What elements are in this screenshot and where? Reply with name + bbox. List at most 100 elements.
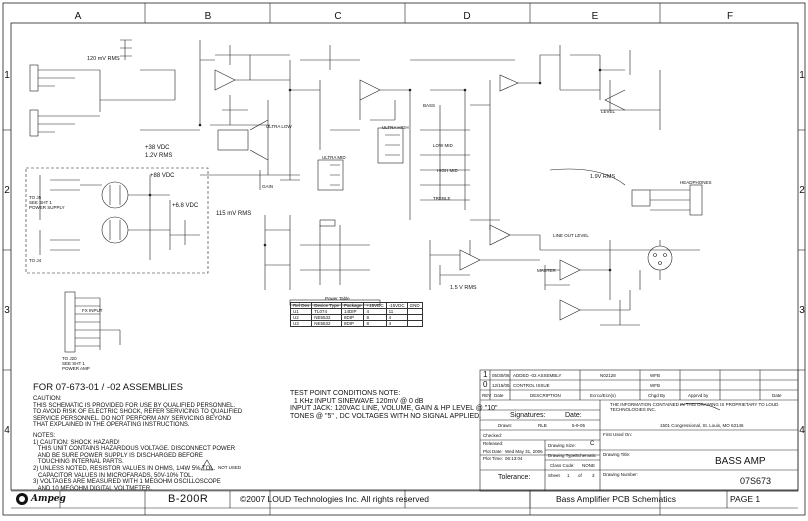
row-label-2-right: 2 [799, 185, 805, 196]
class-code-value: NONE [582, 463, 596, 468]
label-to-j20: TO J20 SEE SHT 1 POWER AMP [62, 356, 90, 371]
proprietary-notice: THE INFORMATION CONTAINED IN THIS DRAWIN… [610, 402, 779, 412]
label-line-out-level: LINE OUT LEVEL [553, 233, 589, 238]
power-table-header: Package [340, 302, 365, 309]
signal-88vdc: +88 VDC [150, 173, 175, 179]
signal-38vdc: +38 VDC [145, 145, 170, 151]
drawing-type-label: Drawing Type: [548, 453, 577, 458]
table-row: U3 NE5532 8DIP 8 4 [289, 320, 423, 327]
drawing-title-label: Drawing Title: [603, 452, 631, 457]
rev-header: DESCRIPTION [530, 393, 561, 398]
copyright-text: ©2007 LOUD Technologies Inc. All rights … [240, 494, 429, 504]
label-gain: GAIN [262, 184, 274, 189]
label-headphones: HEADPHONES [680, 180, 712, 185]
sheet-total: 3 [592, 473, 595, 478]
rev-header: Date [772, 393, 782, 398]
rev-ecr: N02128 [600, 373, 616, 378]
caution-text: CAUTION: THIS SCHEMATIC IS PROVIDED FOR … [33, 396, 243, 429]
signatures-label: Signatures: [510, 412, 546, 419]
power-table-header-row: Ref Des Device Type Package +15VDC -15VD… [289, 302, 423, 309]
row-label-4-right: 4 [799, 425, 805, 436]
row-label-4-left: 4 [4, 425, 10, 436]
checked-label: Checked: [483, 433, 503, 438]
rev-header: Date [494, 393, 504, 398]
rev-desc: CONTROL ISSUE [513, 383, 550, 388]
brand-logo: Ampeg [31, 494, 66, 504]
tolerance-label: Tolerance: [498, 474, 531, 481]
drawing-size-value: C [590, 441, 595, 447]
drawn-date: 5-9-05 [572, 423, 586, 428]
row-label-3-left: 3 [4, 305, 10, 316]
rev-header: Chgd By [648, 393, 666, 398]
test-conditions-text: TEST POINT CONDITIONS NOTE: 1 KHz INPUT … [290, 390, 498, 420]
drawn-label: Drawn: [498, 423, 513, 428]
table-cell: 8 [363, 320, 387, 327]
label-to-j4: TO J4 [29, 258, 42, 263]
label-bass: BASS [423, 103, 436, 108]
column-label-e: E [591, 11, 599, 22]
table-row: U1 TL074 14DIP 4 11 [289, 308, 423, 315]
column-label-c: C [334, 11, 342, 22]
address: 1501 Congressional, St. Louis, MO 63146 [660, 423, 744, 428]
rev-header: Ecrco/Ecn(s) [590, 393, 616, 398]
signal-1-2v: 1.2V RMS [145, 153, 173, 159]
rev-by: WFB [650, 383, 660, 388]
label-master: MASTER [537, 268, 556, 273]
power-table-header: -15VDC [385, 302, 408, 309]
signal-6-8vdc: +6.8 VDC [172, 203, 199, 209]
label-level: LEVEL [601, 109, 616, 114]
not-used-label: NOT USED [218, 465, 242, 470]
plot-time-value: 06:13:04 [505, 456, 523, 461]
notes-text: NOTES: 1) CAUTION: SHOCK HAZARD! THIS UN… [33, 433, 236, 492]
label-ultra-low: ULTRA LOW [266, 124, 292, 129]
table-cell: NE5532 [311, 320, 342, 327]
label-high-mid: HIGH MID [437, 168, 458, 173]
signal-115mv: 115 mV RMS [216, 211, 252, 217]
label-fx-input: FX INPUT [82, 308, 103, 313]
row-label-1-left: 1 [4, 70, 10, 81]
plot-date-value: Wed May 31, 2006 [505, 449, 543, 454]
rev-date: 12/15/05 [492, 383, 510, 388]
power-table-title: Power Table [325, 296, 350, 301]
rev-header: REV [482, 393, 492, 398]
drawing-number: 07S673 [740, 476, 772, 486]
column-label-f: F [726, 11, 734, 22]
first-used-label: First Used On: [603, 432, 633, 437]
signal-1-5v: 1.5 V RMS [450, 285, 477, 291]
plot-date-label: Plot Date: [483, 449, 503, 454]
footer-description: Bass Amplifier PCB Schematics [556, 494, 676, 504]
rev-desc: ADDED -02 ASSEMBLY [513, 373, 562, 378]
class-code-label: Class Code: [550, 463, 575, 468]
table-cell: 8DIP [340, 320, 365, 327]
table-cell [406, 320, 423, 327]
sheet-number: 1 [567, 473, 570, 478]
signal-1-9v: 1.9V RMS [590, 174, 616, 180]
row-label-3-right: 3 [799, 305, 805, 316]
rev-by: WFB [650, 373, 660, 378]
power-table-header: Device Type [311, 302, 342, 309]
power-table-header: GND [406, 302, 423, 309]
drawing-number-label: Drawing Number: [603, 472, 639, 477]
column-label-b: B [204, 11, 212, 22]
date-label: Date: [565, 412, 582, 419]
model-name: B-200R [168, 493, 209, 505]
rev-number: 1 [483, 370, 488, 379]
power-table: Ref Des Device Type Package +15VDC -15VD… [289, 302, 423, 327]
table-cell: U3 [289, 320, 313, 327]
rev-header: Apprvd by [688, 393, 709, 398]
plot-time-label: Plot Time: [483, 456, 504, 461]
table-cell: 4 [385, 320, 408, 327]
power-table-header: +15VDC [363, 302, 387, 309]
row-label-2-left: 2 [4, 185, 10, 196]
signal-120mv: 120 mV RMS [87, 56, 120, 62]
drawn-by: RLB [538, 423, 547, 428]
label-low-mid: LOW MID [433, 143, 453, 148]
rev-number: 0 [483, 380, 488, 389]
label-treble: TREBLE [433, 196, 451, 201]
row-label-1-right: 1 [799, 70, 805, 81]
page-number: PAGE 1 [730, 494, 761, 504]
label-ultra-mid: ULTRA MID [322, 155, 346, 160]
label-ultra-high: ULTRA HIGH [382, 125, 409, 130]
